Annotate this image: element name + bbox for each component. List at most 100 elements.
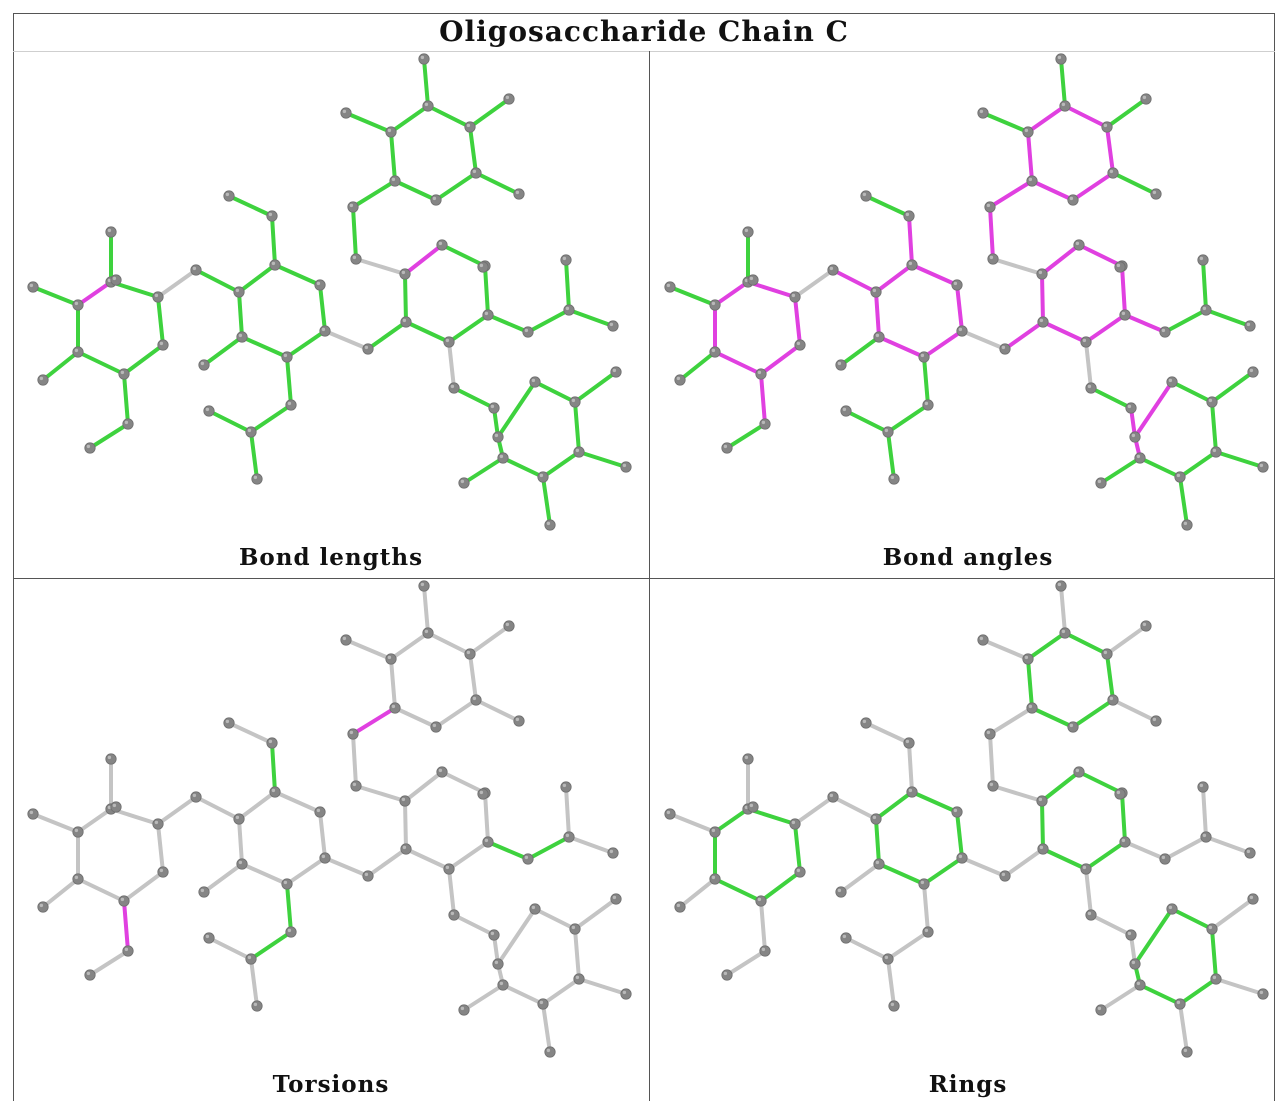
atom-h5b <box>620 461 632 473</box>
atom-highlight-r5f <box>1136 981 1141 986</box>
atom-highlight-r3e <box>1082 338 1087 343</box>
atom-highlight-r1c <box>749 276 754 281</box>
atom-r1f <box>118 895 130 907</box>
bond-r3e-r3f <box>1041 320 1088 344</box>
bond-r1b-link1 <box>156 795 198 826</box>
bond-r1g-r1b <box>156 295 165 347</box>
atom-highlight-r2d <box>920 880 925 885</box>
atom-r4c <box>422 100 434 112</box>
bond-r5f-h5d <box>1099 983 1142 1012</box>
atom-r3a <box>399 795 411 807</box>
bond-r5d-h5b <box>577 977 628 996</box>
atom-r4a <box>1026 175 1038 187</box>
bond-r2e-r2f <box>237 817 244 866</box>
atom-highlight-r4a <box>1028 177 1033 182</box>
bond-r2c-r2d <box>285 856 327 886</box>
atom-highlight-h4c <box>1142 622 1147 627</box>
atom-sub2 <box>903 737 915 749</box>
bond-r2e-r2g <box>839 335 881 367</box>
atom-h5c <box>1181 1046 1193 1058</box>
atom-r2c <box>956 852 968 864</box>
atom-highlight-o2e <box>890 475 895 480</box>
bond-r3f-r3a <box>403 799 408 851</box>
atom-highlight-r3b <box>438 241 443 246</box>
atom-highlight-r4c <box>1061 102 1066 107</box>
bond-r3d-r3e <box>1084 840 1127 871</box>
bond-o2c-o2d <box>844 936 890 961</box>
atom-highlight-o2 <box>924 928 929 933</box>
bond-r5d-r5e <box>541 977 581 1006</box>
bond-r1d-h1b <box>31 812 80 834</box>
atom-r1c <box>747 274 759 286</box>
caption-bond-angles: Bond angles <box>882 544 1054 571</box>
atom-highlight-r1b <box>791 820 796 825</box>
atom-ext3b <box>1200 831 1212 843</box>
atom-highlight-sub2 <box>268 212 273 217</box>
atom-r5b <box>1166 903 1178 915</box>
bond-r5c-r5d <box>1210 927 1218 981</box>
atom-highlight-r2b <box>953 281 958 286</box>
atom-highlight-r2g <box>837 888 842 893</box>
bond-ext3-ext3b <box>1163 835 1208 861</box>
bond-r5e-r5f <box>1138 456 1182 479</box>
atom-o2c <box>245 426 257 438</box>
bond-r1e-h1c <box>41 350 80 382</box>
atom-r5c <box>569 923 581 935</box>
atom-highlight-o1c <box>723 444 728 449</box>
atom-highlight-ext3c <box>1199 783 1204 788</box>
atom-highlight-r1b <box>154 293 159 298</box>
atom-highlight-r4f <box>432 196 437 201</box>
atom-r1c <box>110 274 122 286</box>
bond-r1a-r1d <box>713 807 750 834</box>
atom-highlight-r2f <box>235 815 240 820</box>
bond-r4b-r4c <box>389 631 430 661</box>
atom-h1b <box>27 281 39 293</box>
bond-r4f-r4a <box>1030 706 1075 729</box>
atom-r5c <box>1206 923 1218 935</box>
atom-sub2c <box>223 190 235 202</box>
atom-highlight-link1 <box>192 266 197 271</box>
atom-highlight-ext3c <box>562 783 567 788</box>
atom-h1c <box>674 901 686 913</box>
bond-r1f-o1 <box>122 372 130 426</box>
atom-highlight-r5b <box>531 905 536 910</box>
atom-highlight-sub2 <box>268 739 273 744</box>
bond-r3a-r3b <box>403 770 444 803</box>
atom-ext3d <box>1244 320 1256 332</box>
atom-highlight-ext3c <box>1199 256 1204 261</box>
bond-link4b-r4a <box>351 706 397 736</box>
atom-h4a <box>418 53 430 65</box>
bond-link4b-r4a <box>988 706 1034 736</box>
bond-r5f-h5d <box>462 456 505 485</box>
atom-r5a <box>1129 958 1141 970</box>
atom-highlight-h5a <box>612 895 617 900</box>
atom-o1 <box>122 418 134 430</box>
atom-highlight-r5a <box>1131 433 1136 438</box>
bond-r5e-h5c <box>541 1002 552 1054</box>
atom-h1a <box>742 226 754 238</box>
atom-link2 <box>362 870 374 882</box>
atom-highlight-link4b <box>349 203 354 208</box>
atom-r2e <box>873 331 885 343</box>
atom-r5d <box>1210 446 1222 458</box>
atom-ext3c <box>560 781 572 793</box>
atom-r5b <box>529 903 541 915</box>
atom-highlight-r3b <box>438 768 443 773</box>
atom-h5b <box>620 988 632 1000</box>
bond-r3d-r3e <box>1084 313 1127 344</box>
bond-r3a-r3b <box>403 243 444 276</box>
bond-r3e-r3f <box>404 320 451 344</box>
atom-highlight-r5e <box>1176 1000 1181 1005</box>
atom-highlight-h5d <box>1097 479 1102 484</box>
atom-r4e <box>1107 694 1119 706</box>
atom-h1c <box>37 901 49 913</box>
atom-highlight-r5f <box>499 981 504 986</box>
atom-highlight-r4d <box>1103 650 1108 655</box>
bond-r5e-r5f <box>1138 983 1182 1006</box>
bond-r2c-link2 <box>960 856 1007 878</box>
bond-r4e-r4f <box>1071 698 1115 729</box>
bond-link4a-link4b <box>351 732 358 788</box>
atom-highlight-r1g <box>796 341 801 346</box>
atom-r4f <box>1067 721 1079 733</box>
bond-r2c-link2 <box>323 329 370 351</box>
